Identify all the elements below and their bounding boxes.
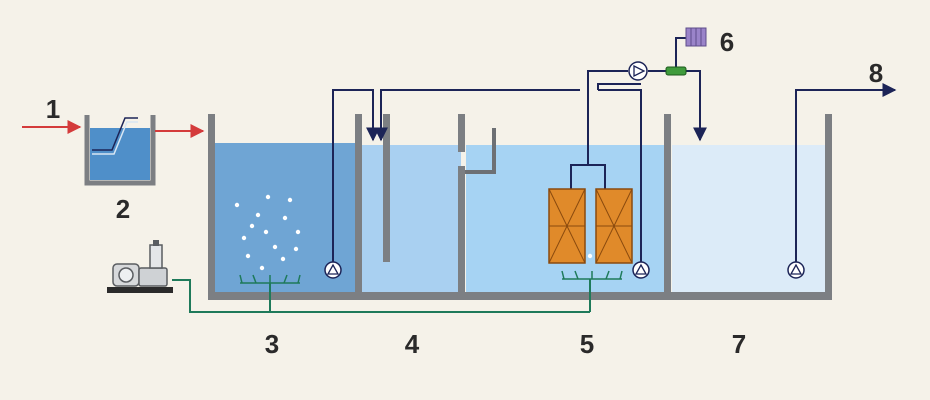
membrane-module-icon <box>548 188 586 264</box>
overflow-pipe <box>465 128 496 174</box>
equalization-tank <box>84 115 156 186</box>
label-membrane-tank: 5 <box>579 329 595 359</box>
air-line <box>172 279 591 313</box>
diffuser-icon <box>561 270 623 280</box>
valve-icon <box>665 66 687 76</box>
membrane-module-icon <box>595 188 633 264</box>
pump-outlet-pipe <box>598 89 642 262</box>
dosing-tank-icon <box>685 27 707 47</box>
blower-icon <box>107 240 173 293</box>
membrane-effluent-pipe <box>570 70 707 190</box>
suction-pump-icon <box>628 61 648 81</box>
suction-pipe <box>332 89 380 262</box>
pump-icon <box>632 261 650 279</box>
label-inlet: 1 <box>45 94 61 124</box>
outlet-pipe <box>795 83 897 262</box>
label-clear-water-tank: 7 <box>731 329 747 359</box>
label-dosing-unit: 6 <box>719 27 735 57</box>
dosing-line <box>675 37 686 67</box>
pump-icon <box>787 261 805 279</box>
recirculation-pipe <box>374 89 580 142</box>
label-outlet: 8 <box>868 58 884 88</box>
label-baffle-tank: 4 <box>404 329 420 359</box>
pump-icon <box>324 261 342 279</box>
baffle-tank-water <box>362 145 461 293</box>
label-equalization-tank: 2 <box>115 194 131 224</box>
label-aeration-tank: 3 <box>264 329 280 359</box>
tank-walls <box>208 114 832 300</box>
